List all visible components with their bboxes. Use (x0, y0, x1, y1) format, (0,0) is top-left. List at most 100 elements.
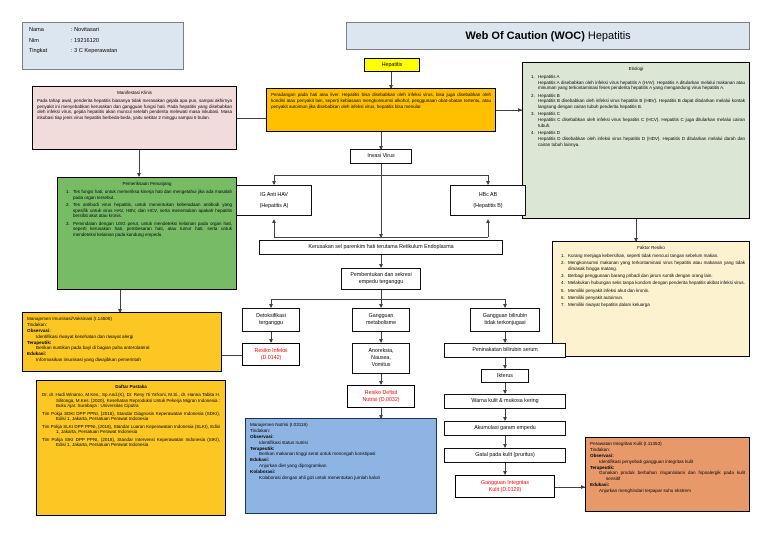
connector-to-bilirubin (505, 299, 506, 307)
node-anoreksia-line2: Nausea, (371, 355, 391, 362)
reference-item: Tim Pokja SIKI DPP PPNI, (2018), Standar… (42, 436, 220, 448)
page-title: Web Of Caution (WOC) Hepatitis (346, 22, 750, 50)
arrowhead-kerusakan-center (379, 234, 383, 238)
arrowhead-ikterus (503, 365, 507, 369)
connector-invasi-stub (381, 164, 382, 175)
node-gangguan-metabolisme: Gangguan metabolisme (352, 308, 410, 332)
diagnosis-resiko-infeksi-line2: (D.0142) (260, 354, 282, 361)
identity-row-nim: Nim : 19216120 (29, 38, 177, 45)
connector-ikterus-warnakulit (505, 383, 506, 393)
node-ikterus: Ikterus (481, 369, 529, 383)
etiologi-item-body: Hepatitis A disebabkan oleh infeksi viru… (538, 79, 745, 91)
etiologi-item-title: Hepatitis A (538, 73, 560, 79)
etiologi-item-title: Hepatitis D (538, 130, 561, 135)
connector-kerusakan-pembentukan (381, 255, 382, 267)
panel-faktor-resiko: Faktor Resiko Kurang menjaga kebersihan,… (552, 241, 750, 357)
node-anoreksia-nausea-vomitus: Anoreksia, Nausea, Vomitus (352, 343, 410, 374)
panel-manifestasi-klinis: Manifestasi Klinis Pada tahap awal, pend… (32, 86, 237, 150)
connector-to-metabolisme (381, 299, 382, 307)
panel-manajemen-imunisasi: Manajemen Imunisasi/Vaksinasi (I.14508) … (22, 312, 222, 372)
faktor-resiko-item: Berbagi penggunaan barang pribadi dan ja… (566, 273, 745, 279)
faktor-resiko-item: Mengkonsumsi makanan yang terkontaminasi… (566, 260, 745, 272)
daftar-pustaka-heading: Daftar Pustaka (115, 384, 147, 389)
node-bilirubin-line2: tidak terkonjugasi (484, 320, 526, 326)
nutrisi-section-item: Berikan makanan tinggi serat untuk mence… (259, 451, 376, 457)
kulit-title: Perawatan Integritas Kulit (I.11353) (590, 441, 662, 446)
connector-to-detoksifikasi (271, 299, 272, 307)
connector-definisi-etiologi (496, 110, 522, 111)
pemeriksaan-item: Pemindaian dengan USG perut, untuk mende… (71, 221, 232, 238)
diagnosis-gangguan-integritas-kulit: Gangguan Integritas Kulit (D.0129) (455, 475, 555, 498)
node-ig-anti-hav-line1: IG Anti HAV (260, 191, 288, 198)
node-akumulasi-label: Akumulasi garam empedu (474, 425, 536, 432)
arrowhead-pemeriksaan (137, 173, 141, 177)
faktor-resiko-item: Memiliki riwayat hepatitis dalam keluarg… (566, 302, 745, 308)
diagnosis-integritas-kulit-line1: Gangguan Integritas (480, 479, 529, 486)
node-akumulasi-garam-empedu: Akumulasi garam empedu (444, 421, 566, 436)
etiologi-item-title: Hepatitis B (538, 92, 560, 98)
node-warna-kulit-label: Warna kulit & mukosa kering (471, 398, 539, 405)
panel-definisi-hepatitis: Peradangan pada hati atau liver. Hepatit… (266, 88, 496, 132)
node-hbc-ab-line1: HBc AB (478, 191, 498, 198)
node-detoksifikasi-line1: Detoksifikasi (256, 313, 286, 320)
arrowhead-hbc-ab (486, 181, 490, 185)
node-gangguan-bilirubin: Gangguan bilirubin tidak terkonjugasi (470, 308, 540, 332)
pemeriksaan-item: Tes fungsi hati, untuk memeriksa kinerja… (71, 189, 232, 201)
imunisasi-section-label: Terapeutik: (27, 339, 52, 345)
arrowhead-faktor-resiko (634, 238, 638, 242)
connector-definisi-invasi (381, 132, 382, 149)
etiologi-heading: Etiologi (628, 66, 644, 71)
arrowhead-peningkatan-bilirubin (503, 339, 507, 343)
kulit-section-item: Gunakan produk berbahan ringan/alami dan… (599, 470, 745, 482)
node-metabolisme-line1: Gangguan (368, 313, 394, 320)
connector-pembentukan-bar (271, 299, 505, 300)
connector-invasi-to-kerusakan (381, 175, 382, 237)
panel-etiologi: Etiologi Hepatitis A Hepatitis A disebab… (522, 62, 750, 219)
etiologi-item-title: Hepatitis C (538, 111, 561, 117)
diagnosis-defisit-nutrisi-line2: Nutrisi (D.0032) (362, 396, 400, 403)
identity-label-nama: Nama (29, 27, 44, 33)
node-pembentukan-sekresi-empedu: Pembentukan dan sekresi empedu terganggu (341, 268, 421, 290)
identity-row-nama: Nama : Novitasari (29, 27, 177, 34)
pemeriksaan-list: Tes fungsi hati, untuk memeriksa kinerja… (62, 189, 232, 238)
faktor-resiko-heading: Faktor Resiko (637, 245, 665, 250)
connector-bilirubin-peningkatan (505, 332, 506, 342)
connector-detoksifikasi-resikoinfeksi (271, 332, 272, 342)
arrowhead-etiologi (518, 108, 522, 112)
nutrisi-section-item: Kolaborasi dengan ahli gizi untuk menent… (259, 474, 381, 480)
pemeriksaan-heading: Pemeriksaan Penunjang (122, 181, 172, 186)
node-detoksifikasi-line2: terganggu (259, 320, 283, 326)
nutrisi-tindakan-label: Tindakan: (250, 427, 271, 433)
arrowhead-ig-anti-hav (272, 181, 276, 185)
node-pembentukan-line1: Pembentukan dan sekresi (350, 272, 412, 279)
connector-hbc-down (488, 222, 489, 237)
imunisasi-section-label: Observasi: (27, 327, 51, 333)
faktor-resiko-item: Memiliki penyakit autoimun. (566, 295, 745, 301)
connector-definisi-manifestasi (237, 118, 266, 119)
node-hepatitis: Hepatitis (364, 58, 420, 72)
connector-etiologi-faktor (636, 219, 637, 241)
arrowhead-resiko-infeksi (269, 339, 273, 343)
node-hbc-ab: HBc AB (Hepatitis B) (450, 185, 526, 216)
identity-value-nim: : 19216120 (71, 37, 99, 44)
node-pembentukan-line2: empedu terganggu (358, 279, 404, 285)
arrowhead-gatal (503, 444, 507, 448)
etiologi-list: Hepatitis A Hepatitis A disebabkan oleh … (527, 74, 745, 148)
faktor-resiko-item: Memiliki penyakit infeksi akut dan kroni… (566, 288, 745, 294)
kulit-section-label: Observasi: (590, 452, 614, 458)
node-detoksifikasi-terganggu: Detoksifikasi terganggu (242, 308, 300, 332)
pemeriksaan-item: Tes antibodi virus hepatitis, untuk mene… (71, 202, 232, 219)
nutrisi-section-label: Edukasi: (250, 457, 270, 463)
nutrisi-section-label: Terapeutik: (250, 445, 275, 451)
imunisasi-title: Manajemen Imunisasi/Vaksinasi (I.14508) (27, 316, 112, 321)
connector-gatal-integritaskulit (505, 463, 506, 474)
node-hepatitis-label: Hepatitis (381, 61, 403, 68)
node-gatal-label: Gatal pada kulit (pruritus) (475, 452, 535, 459)
identity-label-nim: Nim (29, 37, 39, 44)
definisi-body: Peradangan pada hati atau liver. Hepatit… (271, 92, 491, 109)
node-ikterus-label: Ikterus (497, 372, 513, 379)
etiologi-item: Hepatitis C Hepatitis C disebabkan oleh … (536, 111, 745, 128)
connector-anoreksia-defisitnutrisi (381, 374, 382, 384)
connector-warnakulit-akumulasi (505, 409, 506, 420)
connector-resikoinfeksi-imunisasi (222, 355, 242, 356)
